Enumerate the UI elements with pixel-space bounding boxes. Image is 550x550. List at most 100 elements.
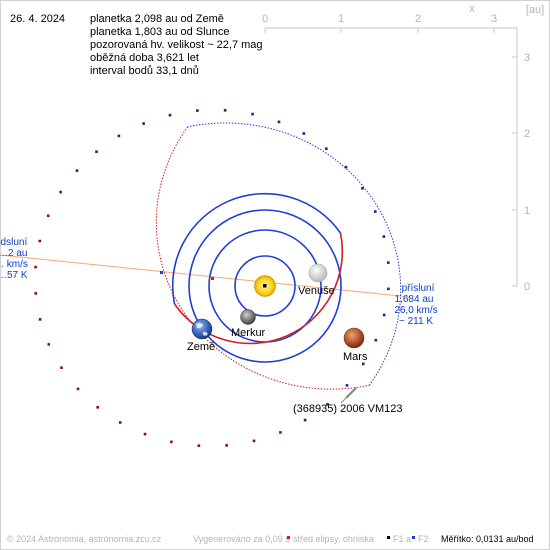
earth-orbit xyxy=(188,209,342,363)
asteroid-position-point xyxy=(325,147,328,150)
venus-icon xyxy=(308,263,328,283)
ellipse-center-marker xyxy=(211,277,214,280)
asteroid-position-point xyxy=(382,313,386,317)
aphelion-speed: … km/s xyxy=(0,259,28,270)
asteroid-position-point xyxy=(361,187,364,190)
asteroid-position-point xyxy=(75,169,79,172)
focus-f2-marker xyxy=(160,271,163,274)
asteroid-position-point xyxy=(326,403,329,406)
legend-f2-label: F2 xyxy=(418,534,429,544)
asteroid-position-point xyxy=(196,109,199,112)
asteroid-position-point xyxy=(374,338,378,342)
scale-label: Měřítko: 0,0131 au/bod xyxy=(441,534,534,544)
asteroid-position-points xyxy=(34,109,390,447)
asteroid-position-point xyxy=(277,120,281,124)
asteroid-position-point xyxy=(362,362,365,366)
asteroid-position-point xyxy=(197,444,201,447)
asteroid-position-point xyxy=(303,418,307,422)
asteroid-position-point xyxy=(38,318,42,321)
mars-label: Mars xyxy=(343,351,368,363)
info-line-interval: interval bodů 33,1 dnů xyxy=(90,65,199,77)
y-tick-3-label: 3 xyxy=(524,52,530,64)
aphelion-title: odsluní xyxy=(0,237,27,248)
legend-center-swatch xyxy=(287,536,290,539)
asteroid-orbit-below-ecliptic xyxy=(155,126,370,390)
asteroid-position-point xyxy=(38,239,42,243)
y-tick-2-label: 2 xyxy=(524,128,530,140)
aphelion-distance: …2 au xyxy=(0,248,27,259)
earth-label: Země xyxy=(187,341,215,353)
aphelion-annotation: odsluní …2 au … km/s …57 K xyxy=(0,237,28,281)
mars-icon xyxy=(343,327,365,349)
earth xyxy=(191,318,213,340)
x-tick-2-label: 2 xyxy=(415,13,421,25)
apsides-line xyxy=(0,254,411,298)
asteroid-position-point xyxy=(345,384,349,387)
asteroid-leader xyxy=(340,397,347,404)
asteroid-position-point xyxy=(302,132,306,135)
legend-f2-swatch xyxy=(412,536,415,539)
x-tick-1-label: 1 xyxy=(338,13,344,25)
legend-f1-label: F1 a xyxy=(393,534,411,544)
venus-label: Venuše xyxy=(298,285,335,297)
asteroid-position-point xyxy=(118,421,122,424)
asteroid-position-point xyxy=(344,165,348,169)
axes: 0 1 2 3 x [au] 3 2 1 0 xyxy=(262,3,544,293)
asteroid-position-point xyxy=(60,366,63,369)
mars-orbit-far-arc xyxy=(171,192,342,305)
legend-f1-swatch xyxy=(387,536,390,539)
mercury-icon xyxy=(240,309,256,325)
copyright-text: © 2024 Astronomia, astronomia.zcu.cz xyxy=(7,534,162,544)
mercury-orbit xyxy=(234,255,296,317)
asteroid-position-point xyxy=(34,292,37,295)
date-label: 26. 4. 2024 xyxy=(10,13,65,25)
perihelion-title: přísluní xyxy=(402,283,435,294)
info-line-magnitude: pozorovaná hv. velikost ~ 22,7 mag xyxy=(90,39,263,51)
asteroid-position-point xyxy=(47,343,51,346)
perihelion-distance: 1,684 au xyxy=(395,294,434,305)
sun xyxy=(254,275,276,297)
asteroid-position-point xyxy=(96,406,99,409)
footer: © 2024 Astronomia, astronomia.zcu.cz Vyg… xyxy=(7,534,534,544)
focus-f1-marker xyxy=(263,284,267,288)
asteroid-position-point xyxy=(76,387,80,391)
asteroid-marker xyxy=(340,387,357,404)
asteroid-position-point xyxy=(46,214,50,218)
unit-label: [au] xyxy=(526,4,544,16)
aphelion-temp: …57 K xyxy=(0,270,28,281)
asteroid-orbit-above-ecliptic xyxy=(187,122,402,386)
asteroid-position-point xyxy=(143,432,147,436)
asteroid-position-point xyxy=(34,265,37,269)
legend-center-label: střed elipsy, ohniska xyxy=(293,534,374,544)
asteroid-position-point xyxy=(279,431,282,434)
info-line-period: oběžná doba 3,621 let xyxy=(90,52,199,64)
asteroid-position-point xyxy=(95,150,98,153)
perihelion-speed: 26,0 km/s xyxy=(394,305,437,316)
x-tick-3-label: 3 xyxy=(491,13,497,25)
perihelion-annotation: přísluní 1,684 au 26,0 km/s ~ 211 K xyxy=(394,283,437,327)
asteroid-position-point xyxy=(387,287,390,291)
y-tick-1-label: 1 xyxy=(524,205,530,217)
asteroid-icon xyxy=(345,387,357,399)
earth-clouds xyxy=(196,322,208,336)
y-tick-0-label: 0 xyxy=(524,281,530,293)
mercury-label: Merkur xyxy=(231,327,266,339)
perihelion-temp: ~ 211 K xyxy=(399,316,433,327)
asteroid-position-point xyxy=(59,190,62,194)
asteroid-position-point xyxy=(251,112,254,116)
asteroid-label: (368935) 2006 VM123 xyxy=(293,403,402,415)
generated-time: Vygenerováno za 0,09 s xyxy=(193,534,290,544)
asteroid-position-point xyxy=(225,444,228,447)
asteroid-position-point xyxy=(168,113,172,117)
asteroid-position-point xyxy=(142,122,145,125)
info-line-earth-distance: planetka 2,098 au od Země xyxy=(90,13,224,25)
asteroid-position-point xyxy=(382,235,386,238)
x-axis-name: x xyxy=(469,3,475,15)
info-block: planetka 2,098 au od Země planetka 1,803… xyxy=(90,13,263,77)
asteroid-position-point xyxy=(373,210,377,213)
x-tick-0-label: 0 xyxy=(262,13,268,25)
asteroid-position-point xyxy=(252,439,256,443)
asteroid-position-point xyxy=(117,134,121,138)
asteroid-position-point xyxy=(170,440,173,444)
